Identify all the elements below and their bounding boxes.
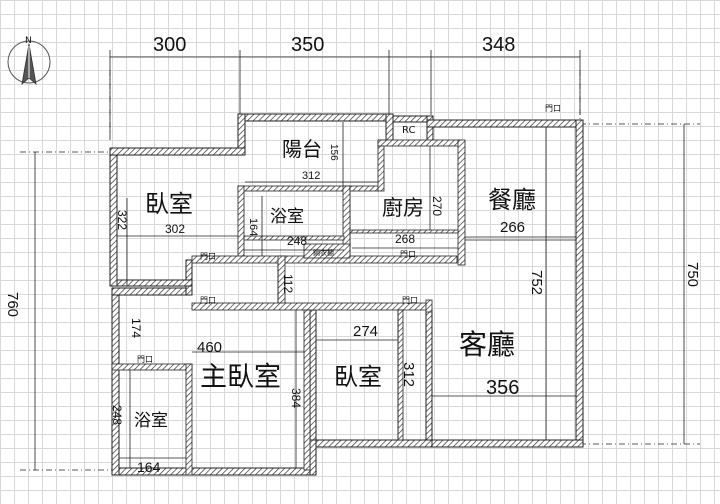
room-dining: 餐廳 bbox=[488, 186, 536, 214]
dim-bath-top-height: 164 bbox=[247, 218, 259, 236]
room-rc: RC bbox=[402, 125, 415, 136]
dim-right-overall: 750 bbox=[684, 262, 701, 287]
dim-top-1: 300 bbox=[153, 34, 186, 56]
compass-label: N bbox=[25, 36, 32, 46]
compass-icon: N bbox=[7, 36, 51, 86]
dim-master-height: 174 bbox=[129, 318, 143, 338]
left-dimension-line bbox=[20, 151, 115, 471]
dim-bath-top-width: 248 bbox=[287, 234, 307, 248]
room-bath-top: 浴室 bbox=[270, 207, 304, 227]
room-master-bedroom: 主臥室 bbox=[200, 362, 281, 393]
dim-balcony-height: 156 bbox=[328, 144, 339, 161]
dim-dining-width: 266 bbox=[500, 219, 525, 236]
dim-hall-height: 112 bbox=[281, 274, 295, 293]
dim-bedroom-height: 322 bbox=[115, 210, 129, 230]
door-label-3: 門口 bbox=[400, 250, 416, 259]
closet-label: 鋼衣櫥 bbox=[313, 248, 334, 257]
dim-bedroom-mid-height: 312 bbox=[400, 362, 417, 387]
door-label-2: 門口 bbox=[200, 252, 216, 261]
dim-living-height: 752 bbox=[528, 270, 545, 295]
room-kitchen: 廚房 bbox=[382, 196, 424, 220]
room-bedroom-middle: 臥室 bbox=[334, 363, 382, 391]
door-label-5: 門口 bbox=[402, 296, 418, 305]
dim-master-width: 460 bbox=[197, 339, 222, 356]
dim-balcony-width: 312 bbox=[302, 170, 320, 182]
dim-left-overall: 760 bbox=[4, 292, 21, 317]
room-bath-bottom: 浴室 bbox=[134, 411, 168, 431]
room-living: 客廳 bbox=[459, 328, 515, 361]
interior-walls bbox=[111, 139, 576, 476]
exterior-walls bbox=[109, 113, 584, 476]
dim-kitchen-height: 270 bbox=[430, 196, 444, 216]
door-label-6: 門口 bbox=[137, 355, 153, 364]
top-dimension-lines bbox=[109, 50, 581, 140]
dim-bath-bottom-width: 164 bbox=[137, 459, 161, 475]
room-bedroom-top-left: 臥室 bbox=[145, 190, 193, 218]
room-balcony: 陽台 bbox=[282, 137, 322, 161]
dim-master-depth: 384 bbox=[289, 388, 303, 408]
dim-bedroom-mid-width: 274 bbox=[353, 323, 378, 340]
dim-bath-bottom-height: 248 bbox=[110, 405, 124, 425]
dim-top-3: 348 bbox=[482, 34, 515, 56]
inner-dimension-lines bbox=[117, 122, 576, 468]
right-dimension-line bbox=[580, 123, 700, 445]
dim-living-width: 356 bbox=[486, 377, 519, 399]
door-label-1: 門口 bbox=[545, 104, 561, 113]
dim-kitchen-width: 268 bbox=[395, 232, 415, 246]
dim-bedroom-width: 302 bbox=[165, 222, 185, 236]
door-label-4: 門口 bbox=[200, 296, 216, 305]
dim-top-2: 350 bbox=[291, 34, 324, 56]
